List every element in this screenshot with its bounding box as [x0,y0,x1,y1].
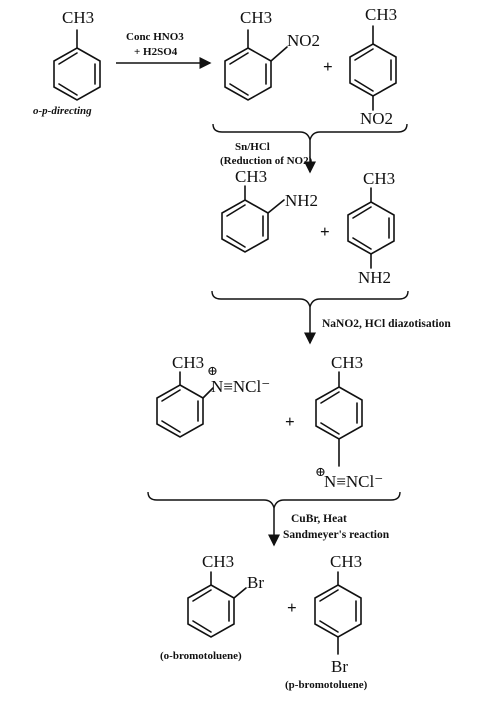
o-nitro-ch3-label: CH3 [240,8,272,27]
o-diazonium-ch3-label: CH3 [172,353,204,372]
o-toluidine-nh2-label: NH2 [285,191,318,210]
o-diazonium-charge: ⊕ [207,363,218,378]
brace-3 [147,491,401,509]
toluene-ch3-label: CH3 [62,8,94,27]
o-bromotoluene-name: (o-bromotoluene) [160,650,242,662]
plus-sign: + [285,412,295,431]
o-bromo-ch3-label: CH3 [202,552,234,571]
o-diazonium-group-label: N≡NCl⁻ [211,377,270,396]
diazotisation-reagent: NaNO2, HCl diazotisation [322,318,451,330]
o-bromo-br-label: Br [247,573,264,592]
brace-2 [211,290,409,308]
o-nitro-no2-label: NO2 [287,31,320,50]
plus-sign: + [320,222,330,241]
reduction-reagent-1: Sn/HCl [235,141,270,153]
p-diazonium-charge: ⊕ [315,464,326,479]
p-toluidine-structure [347,187,395,269]
sandmeyer-reagent-2: Sandmeyer's reaction [283,529,390,541]
p-toluidine-nh2-label: NH2 [358,268,391,287]
sandmeyer-reagent-1: CuBr, Heat [291,513,347,525]
p-bromotoluene-name: (p-bromotoluene) [285,679,368,691]
o-nitrotoluene-structure [224,29,288,101]
nitration-reagent-1: Conc HNO3 [126,31,184,43]
directing-note: o-p-directing [33,105,92,117]
p-nitrotoluene-structure [349,25,397,111]
reduction-reagent-2: (Reduction of NO2) [220,155,313,167]
p-nitro-no2-label: NO2 [360,109,393,128]
p-bromo-br-label: Br [331,657,348,676]
nitration-reagent-2: + H2SO4 [134,46,178,58]
toluene-structure [53,29,101,101]
p-diazonium-ch3-label: CH3 [331,353,363,372]
plus-sign: + [287,598,297,617]
p-bromo-ch3-label: CH3 [330,552,362,571]
p-diazonium-group-label: N≡NCl⁻ [324,472,383,491]
o-bromotoluene-structure [187,571,247,638]
p-bromotoluene-structure [314,571,362,655]
plus-sign: + [323,57,333,76]
o-toluidine-structure [221,185,285,253]
o-diazonium-structure [156,371,214,438]
p-toluidine-ch3-label: CH3 [363,169,395,188]
o-toluidine-ch3-label: CH3 [235,167,267,186]
p-diazonium-structure [315,371,363,467]
p-nitro-ch3-label: CH3 [365,5,397,24]
